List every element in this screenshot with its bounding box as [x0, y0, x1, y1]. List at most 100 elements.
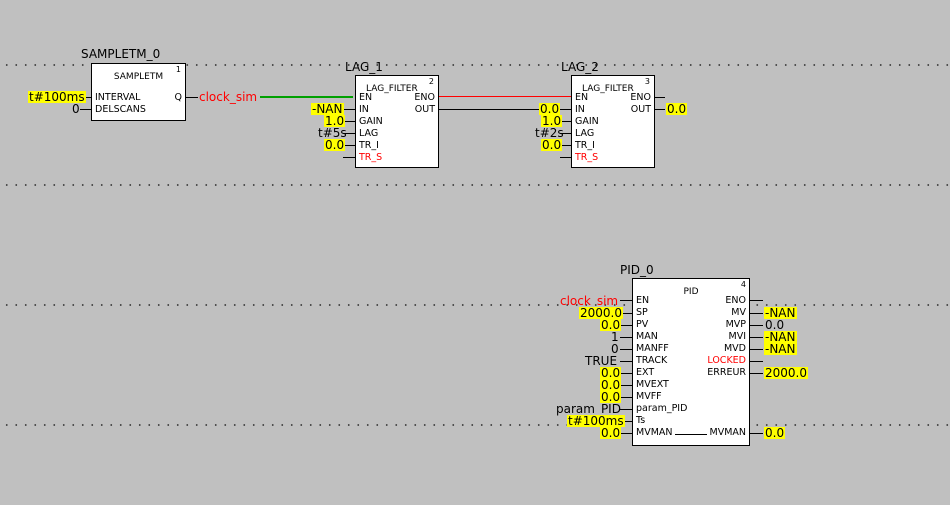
value-mvman[interactable]: 0.0: [600, 426, 622, 440]
wire-erreur: [750, 373, 763, 374]
pin-locked[interactable]: LOCKED: [707, 355, 746, 366]
pin-pv[interactable]: PV: [636, 319, 649, 330]
value-mvman-out[interactable]: 0.0: [764, 426, 786, 440]
lag2-block[interactable]: 3 LAG_FILTER EN IN GAIN LAG TR_I TR_S EN…: [571, 75, 655, 168]
pin-erreur[interactable]: ERREUR: [707, 367, 746, 378]
wire-mvman-out: [750, 433, 763, 434]
pin-tr-s[interactable]: TR_S: [359, 152, 383, 163]
pin-mv[interactable]: MV: [731, 307, 746, 318]
pin-ts[interactable]: Ts: [636, 415, 646, 426]
pin-mvd[interactable]: MVD: [723, 343, 746, 354]
block-number: 2: [428, 77, 434, 86]
wire-mvi: [750, 337, 763, 338]
value-in[interactable]: 0.0: [539, 102, 561, 116]
pin-mvff[interactable]: MVFF: [636, 391, 662, 402]
value-mvp[interactable]: 0.0: [765, 318, 785, 332]
pin-en[interactable]: EN: [575, 92, 589, 103]
variable-clock-sim[interactable]: clock_sim: [199, 90, 258, 104]
pin-en[interactable]: EN: [359, 92, 373, 103]
pin-delscans[interactable]: DELSCANS: [95, 104, 146, 115]
wire-param-pid: [620, 409, 632, 410]
wire-mvman: [620, 433, 632, 434]
wire-sp: [620, 313, 632, 314]
value-lag[interactable]: t#5s: [318, 126, 347, 140]
pin-mvman-in[interactable]: MVMAN: [636, 427, 673, 438]
lag1-block[interactable]: 2 LAG_FILTER EN IN GAIN LAG TR_I TR_S EN…: [355, 75, 439, 168]
pin-interval[interactable]: INTERVAL: [95, 92, 141, 103]
wire-out: [655, 109, 665, 110]
wire-gain: [560, 121, 571, 122]
value-mvff[interactable]: 0.0: [600, 390, 622, 404]
pin-mvext[interactable]: MVEXT: [636, 379, 669, 390]
value-ext[interactable]: 0.0: [600, 366, 622, 380]
value-sp[interactable]: 2000.0: [579, 306, 623, 320]
wire-en: [620, 300, 632, 301]
wire-mvff: [620, 397, 632, 398]
pin-track[interactable]: TRACK: [636, 355, 668, 366]
pin-tr-i[interactable]: TR_I: [575, 140, 595, 151]
pin-in[interactable]: IN: [575, 104, 585, 115]
pin-manff[interactable]: MANFF: [636, 343, 669, 354]
pin-tr-s[interactable]: TR_S: [575, 152, 599, 163]
value-track[interactable]: TRUE: [585, 354, 618, 368]
pin-q[interactable]: Q: [174, 92, 182, 103]
pin-tr-i[interactable]: TR_I: [359, 140, 379, 151]
pin-lag[interactable]: LAG: [359, 128, 379, 139]
pin-sp[interactable]: SP: [636, 307, 648, 318]
pin-out[interactable]: OUT: [414, 104, 435, 115]
value-tr-i[interactable]: 0.0: [324, 138, 346, 152]
pin-mvi[interactable]: MVI: [728, 331, 747, 342]
block-instance-name: LAG_2: [561, 60, 599, 74]
value-delscans[interactable]: 0: [72, 102, 80, 116]
pin-eno[interactable]: ENO: [414, 92, 435, 103]
wire-mvman-internal: [675, 434, 707, 435]
value-pv[interactable]: 0.0: [600, 318, 622, 332]
pin-eno[interactable]: ENO: [725, 295, 746, 306]
pin-man[interactable]: MAN: [636, 331, 658, 342]
wire-lag: [560, 133, 571, 134]
wire-out-to-lag2-in: [439, 109, 572, 110]
block-type-name: LAG_FILTER: [366, 84, 418, 94]
value-param-pid[interactable]: param_PID: [556, 402, 621, 416]
wire-lag: [343, 133, 355, 134]
value-gain[interactable]: 1.0: [541, 114, 563, 128]
value-erreur[interactable]: 2000.0: [764, 366, 808, 380]
value-manff[interactable]: 0: [611, 342, 619, 356]
value-man[interactable]: 1: [611, 330, 619, 344]
pin-in[interactable]: IN: [359, 104, 369, 115]
pin-out[interactable]: OUT: [630, 104, 651, 115]
value-lag[interactable]: t#2s: [535, 126, 564, 140]
wire-tr-i: [560, 145, 571, 146]
pin-lag[interactable]: LAG: [575, 128, 595, 139]
pid-block[interactable]: 4 PID EN SP PV MAN MANFF TRACK EXT MVEXT…: [632, 278, 750, 446]
pin-param-pid[interactable]: param_PID: [636, 403, 688, 414]
block-number: 3: [644, 77, 650, 86]
value-en[interactable]: clock_sim: [560, 294, 619, 308]
block-type-name: LAG_FILTER: [582, 84, 634, 94]
value-mvd[interactable]: -NAN: [764, 342, 797, 356]
pin-ext[interactable]: EXT: [636, 367, 655, 378]
sampletm-block[interactable]: 1 SAMPLETM INTERVAL DELSCANS Q: [91, 63, 186, 121]
pin-gain[interactable]: GAIN: [575, 116, 599, 127]
value-out[interactable]: 0.0: [666, 102, 688, 116]
value-interval[interactable]: t#100ms: [28, 90, 86, 104]
pin-eno[interactable]: ENO: [630, 92, 651, 103]
block-instance-name: LAG_1: [345, 60, 383, 74]
wire-track: [620, 361, 632, 362]
value-tr-i[interactable]: 0.0: [541, 138, 563, 152]
value-mv[interactable]: -NAN: [764, 306, 797, 320]
value-mvext[interactable]: 0.0: [600, 378, 622, 392]
value-mvi[interactable]: -NAN: [764, 330, 797, 344]
pin-mvp[interactable]: MVP: [725, 319, 746, 330]
wire-eno-to-lag2-en: [439, 96, 572, 97]
pin-en[interactable]: EN: [636, 295, 650, 306]
block-type-name: SAMPLETM: [113, 72, 164, 82]
value-in[interactable]: -NAN: [311, 102, 344, 116]
pin-mvman-out[interactable]: MVMAN: [709, 427, 747, 438]
block-number: 4: [740, 280, 746, 289]
value-ts[interactable]: t#100ms: [567, 414, 625, 428]
pin-gain[interactable]: GAIN: [359, 116, 383, 127]
value-gain[interactable]: 1.0: [324, 114, 346, 128]
wire-eno: [655, 97, 665, 98]
